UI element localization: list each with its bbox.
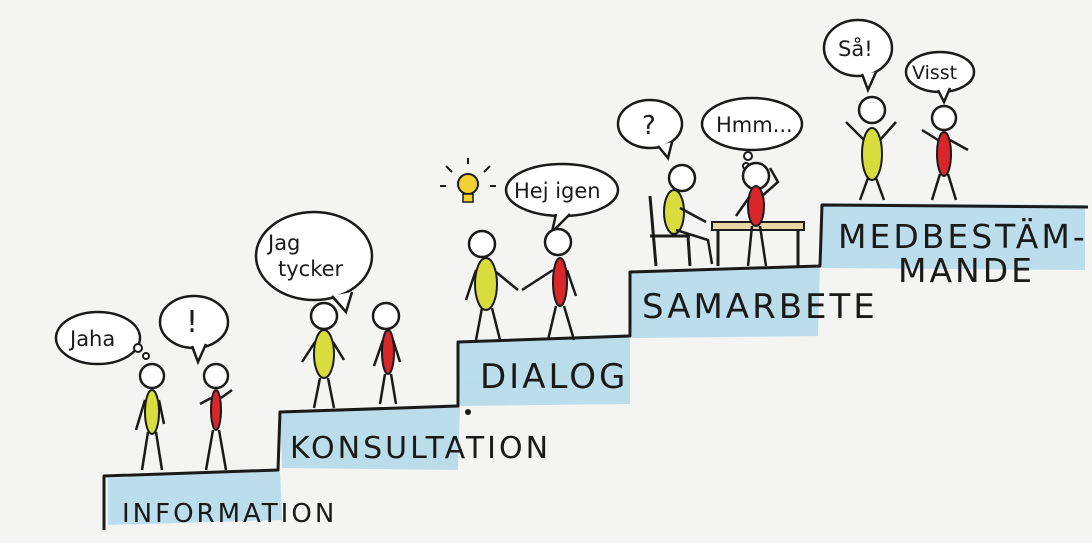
chair xyxy=(648,195,692,267)
table xyxy=(711,221,805,266)
bubble-visst: Visst xyxy=(904,50,976,105)
step-label-konsultation: KONSULTATION xyxy=(290,431,551,466)
bubble-jag-tycker-line1: Jag xyxy=(266,231,300,255)
step-label-information: INFORMATION xyxy=(122,499,337,529)
step-label-samarbete: SAMARBETE xyxy=(642,287,878,327)
bubble-jag-tycker-line2: tycker xyxy=(278,257,344,281)
bubble-hmm: Hmm... xyxy=(700,96,804,170)
figure-listener-2 xyxy=(371,301,402,405)
figure-greeter-3 xyxy=(464,229,519,341)
step-label-dialog: DIALOG xyxy=(480,357,628,397)
bubble-visst-text: Visst xyxy=(912,62,957,84)
bubble-question: ? xyxy=(616,98,684,161)
step-label-medbestam-line1: MEDBESTÄM- xyxy=(838,217,1088,256)
figure-cheering-5a xyxy=(845,95,897,201)
figure-listener-1 xyxy=(134,362,166,471)
bubble-hej-igen: Hej igen xyxy=(504,162,620,236)
figure-thinker-4 xyxy=(734,161,780,267)
step-label-medbestam-line2: MANDE xyxy=(898,251,1035,290)
bubble-hej-igen-text: Hej igen xyxy=(514,179,601,203)
bubble-question-text: ? xyxy=(642,111,656,141)
figure-seated-4 xyxy=(663,163,714,265)
bubble-exclaim-text: ! xyxy=(186,305,198,340)
lightbulb-icon xyxy=(440,158,496,203)
bubble-jag-tycker: Jag tycker xyxy=(254,210,374,315)
bubble-sa-text: Så! xyxy=(838,36,873,61)
bubble-sa: Så! xyxy=(822,18,894,94)
bubble-exclaim: ! xyxy=(158,294,230,366)
staircase-outline xyxy=(102,203,1089,530)
figure-speaker-2 xyxy=(300,301,346,409)
figure-informer-1 xyxy=(199,362,233,471)
bubble-jaha: Jaha xyxy=(54,310,150,366)
stair-wash xyxy=(108,203,1085,525)
figure-cheering-5b xyxy=(921,104,969,201)
bubble-hmm-text: Hmm... xyxy=(716,113,793,137)
figure-greeted-3 xyxy=(521,227,578,341)
bubble-jaha-text: Jaha xyxy=(68,327,115,351)
ink-dot xyxy=(465,409,471,415)
